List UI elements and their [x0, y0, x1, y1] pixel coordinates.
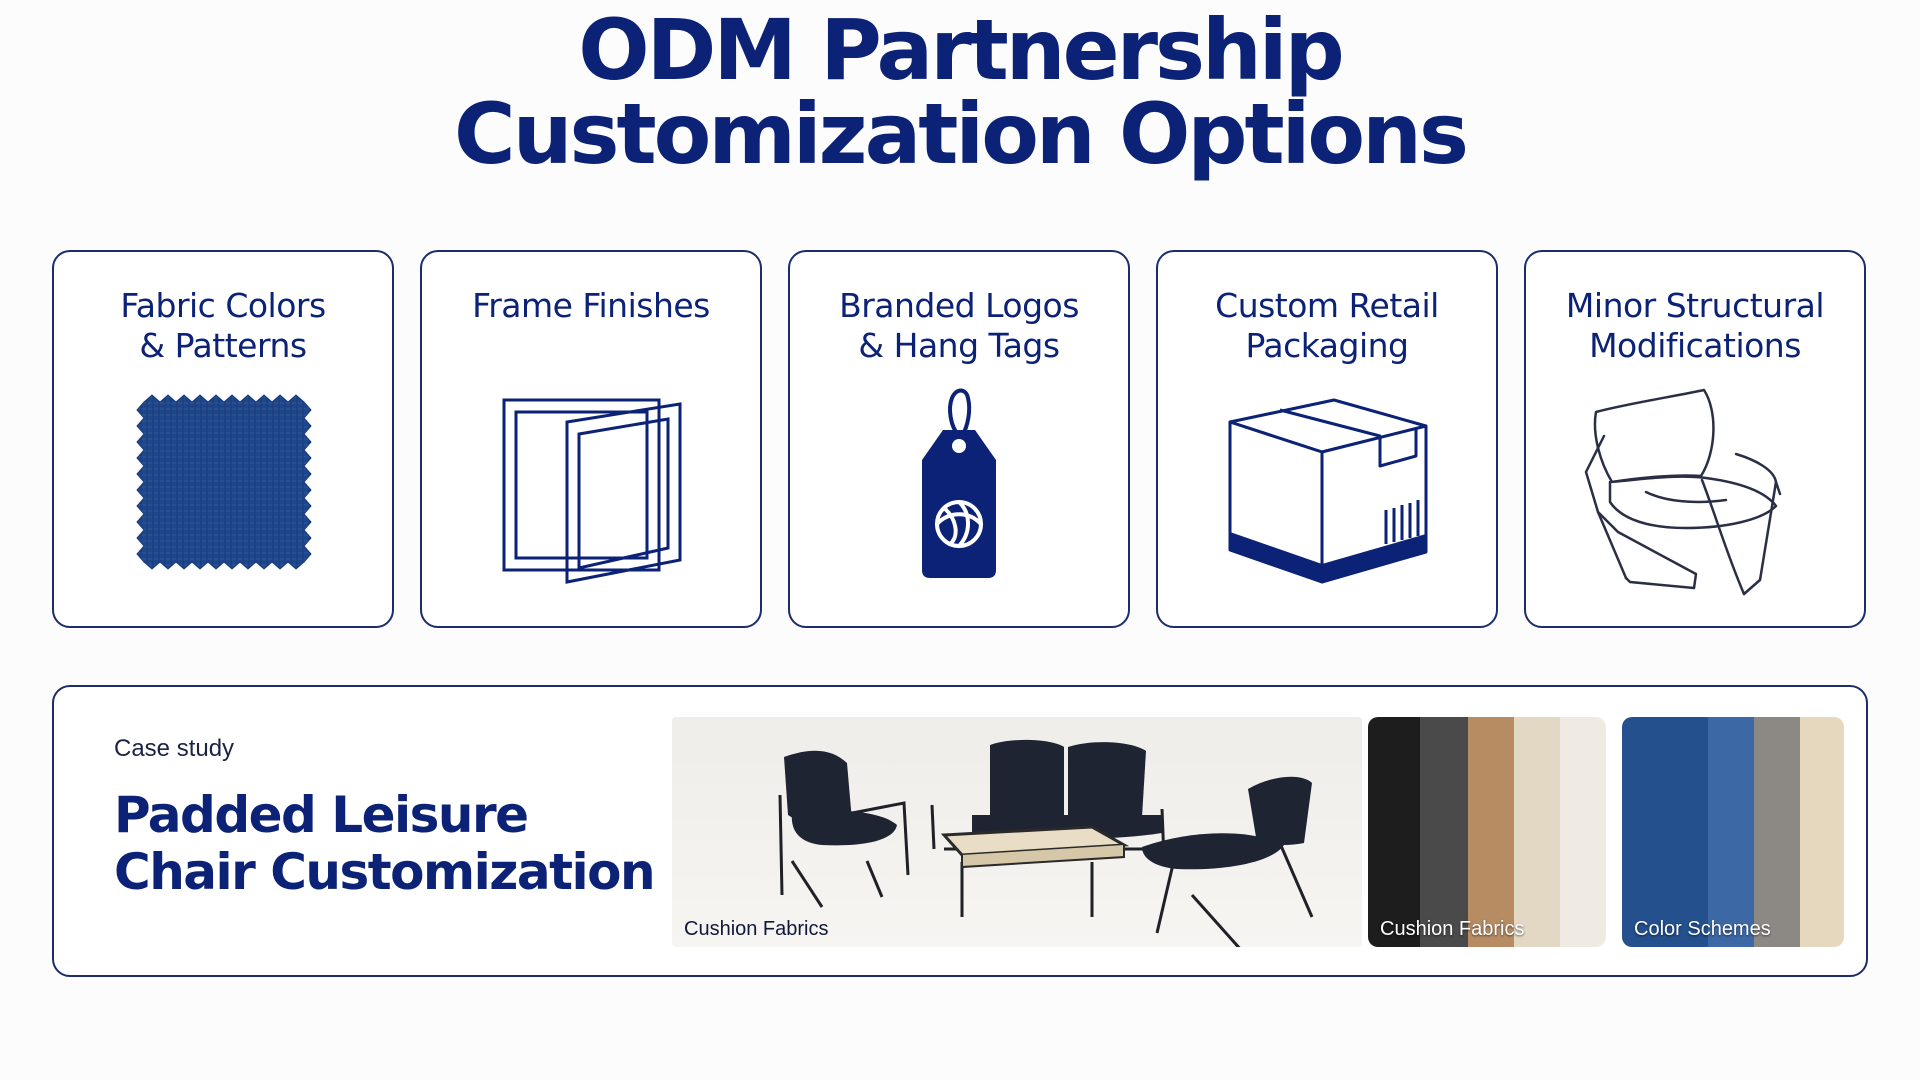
card-label-line: Fabric Colors: [120, 286, 326, 325]
fabric-swatch-icon: [136, 394, 312, 570]
card-label-line: Minor Structural: [1565, 286, 1825, 325]
photo-caption: Cushion Fabrics: [684, 918, 829, 940]
card-label-line: & Patterns: [139, 326, 307, 365]
furniture-photo: Cushion Fabrics: [672, 717, 1362, 947]
case-study-kicker: Case study: [114, 735, 235, 762]
card-label-line: Frame Finishes: [472, 286, 710, 325]
case-study-title: Padded Leisure Chair Customization: [114, 786, 656, 901]
page-title: ODM Partnership Customization Options: [0, 8, 1920, 176]
color-scheme-strips: [1622, 717, 1844, 947]
card-label: Fabric Colors & Patterns: [54, 286, 392, 366]
frame-icon: [502, 398, 682, 584]
card-label-line: Custom Retail: [1215, 286, 1439, 325]
customization-options: Fabric Colors & Patterns Frame Finishes: [52, 250, 1868, 630]
card-branded-logos: Branded Logos & Hang Tags: [788, 250, 1130, 628]
card-fabric-colors: Fabric Colors & Patterns: [52, 250, 394, 628]
card-label: Custom Retail Packaging: [1158, 286, 1496, 366]
card-frame-finishes: Frame Finishes: [420, 250, 762, 628]
cushion-fabrics-swatches: Cushion Fabrics: [1368, 717, 1606, 947]
card-label: Minor Structural Modifications: [1526, 286, 1864, 366]
case-study-title-line-1: Padded Leisure: [114, 786, 529, 844]
color-schemes-swatches: Color Schemes: [1622, 717, 1844, 947]
card-structural-modifications: Minor Structural Modifications: [1524, 250, 1866, 628]
card-label-line: & Hang Tags: [858, 326, 1060, 365]
cushion-fabric-strips: [1368, 717, 1606, 947]
page-title-line-1: ODM Partnership: [578, 1, 1344, 99]
card-label-line: Packaging: [1245, 326, 1409, 365]
patio-set-illustration: [778, 739, 1314, 947]
cushion-fabrics-caption: Cushion Fabrics: [1380, 918, 1525, 940]
card-label-line: Branded Logos: [839, 286, 1079, 325]
chair-icon: [1584, 388, 1782, 596]
page-title-line-2: Customization Options: [454, 85, 1469, 183]
card-custom-packaging: Custom Retail Packaging: [1156, 250, 1498, 628]
box-icon: [1228, 398, 1428, 584]
case-study-title-line-2: Chair Customization: [114, 843, 656, 901]
card-label: Branded Logos & Hang Tags: [790, 286, 1128, 366]
case-study-panel: Case study Padded Leisure Chair Customiz…: [52, 685, 1868, 977]
hang-tag-icon: [922, 388, 996, 578]
card-label-line: Modifications: [1589, 326, 1801, 365]
card-label: Frame Finishes: [422, 286, 760, 326]
color-schemes-caption: Color Schemes: [1634, 918, 1771, 940]
